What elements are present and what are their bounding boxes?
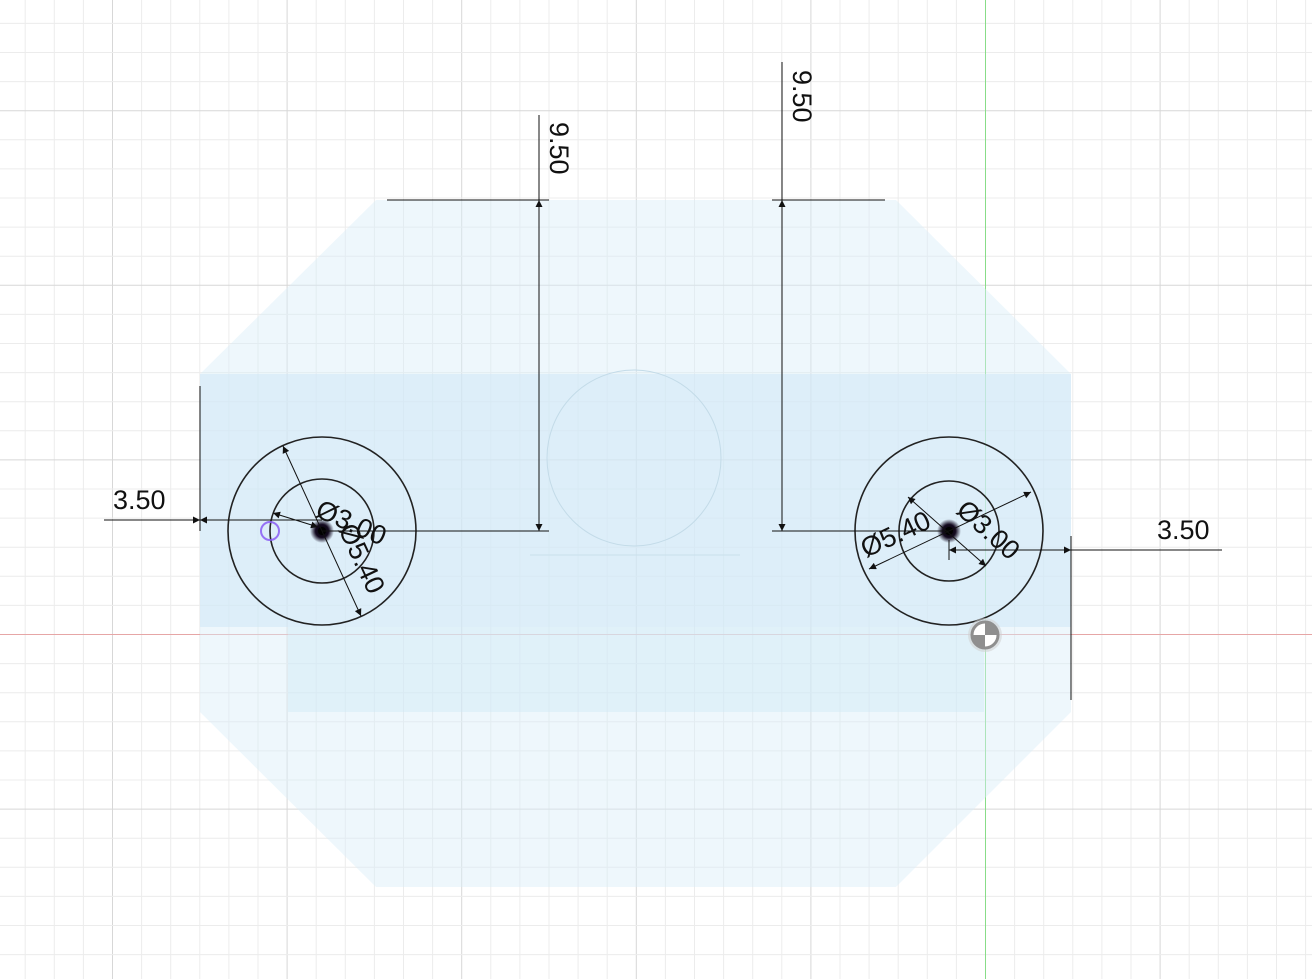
vertical-dimension-left[interactable]: 9.50 bbox=[322, 115, 574, 532]
left-vertical-dim-label[interactable]: 9.50 bbox=[544, 122, 574, 175]
left-offset-label[interactable]: 3.50 bbox=[113, 485, 166, 515]
lower-band-profile[interactable] bbox=[288, 627, 984, 712]
right-offset-label[interactable]: 3.50 bbox=[1157, 515, 1210, 545]
vertical-dimension-right[interactable]: 9.50 bbox=[772, 62, 949, 532]
faint-center-circle bbox=[546, 369, 722, 547]
sketch-profile[interactable] bbox=[200, 200, 1071, 887]
left-selection-ring[interactable] bbox=[260, 521, 280, 541]
origin-icon[interactable] bbox=[968, 618, 1002, 652]
right-vertical-dim-label[interactable]: 9.50 bbox=[787, 70, 817, 123]
